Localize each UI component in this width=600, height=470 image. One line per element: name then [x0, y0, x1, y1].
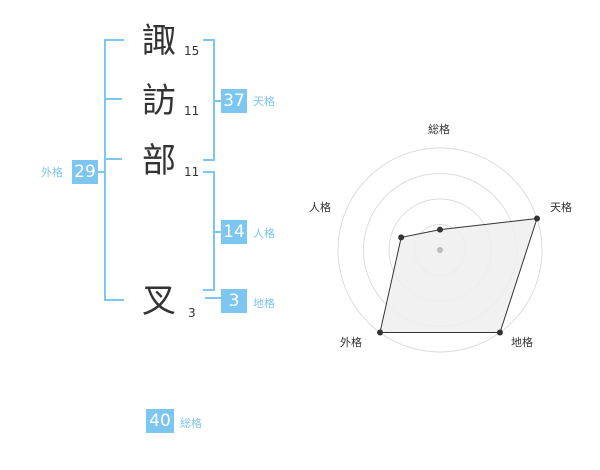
radar-label-gaikaku: 外格: [340, 336, 362, 349]
stroke-count-3: 11: [184, 165, 200, 179]
stroke-count-1: 15: [184, 44, 200, 58]
stroke-count-4: 3: [188, 306, 196, 320]
radar-area: [379, 217, 538, 333]
name-char-4: 叉: [142, 281, 176, 321]
soukaku-value: 40: [146, 409, 174, 433]
name-char-2: 訪: [142, 81, 176, 121]
gaikaku-connector: [98, 171, 106, 173]
radar-points: [377, 215, 541, 336]
tenkaku-connector: [213, 100, 221, 102]
jinkaku-value: 14: [221, 220, 247, 244]
radar-point-5: [398, 234, 405, 241]
stroke-count-2: 11: [184, 104, 200, 118]
chikaku-connector: [205, 297, 221, 299]
tenkaku-value: 37: [221, 89, 247, 113]
gaikaku-label: 外格: [41, 166, 63, 179]
radar-point-1: [437, 226, 443, 233]
radar-label-jinkaku: 人格: [309, 201, 331, 214]
tenkaku-label: 天格: [253, 95, 275, 108]
jinkaku-connector: [213, 231, 221, 233]
soukaku-label: 総格: [180, 417, 202, 430]
name-char-3: 部: [142, 141, 176, 181]
radar-label-chikaku: 地格: [511, 336, 533, 349]
radar-point-3: [496, 329, 503, 336]
radar-label-tenkaku: 天格: [550, 201, 572, 214]
gaikaku-value: 29: [72, 160, 98, 184]
radar-grid-ring-4: [337, 147, 543, 353]
radar-point-2: [534, 215, 541, 222]
radar-center-dot: [437, 247, 443, 253]
bracket-tick-left-3: [104, 158, 122, 160]
gaikaku-bracket: [104, 39, 124, 301]
chikaku-value: 3: [221, 289, 247, 313]
chikaku-label: 地格: [253, 297, 275, 310]
radar-point-4: [377, 329, 384, 336]
jinkaku-label: 人格: [253, 227, 275, 240]
name-char-1: 諏: [142, 21, 176, 61]
radar-label-soukaku: 総格: [428, 123, 450, 136]
bracket-tick-left-2: [104, 98, 122, 100]
